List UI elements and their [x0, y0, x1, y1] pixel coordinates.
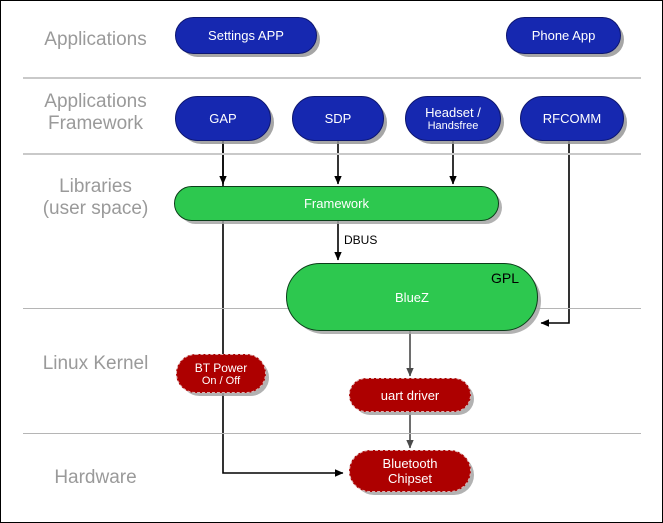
node-uart-driver[interactable]: uart driver: [349, 378, 471, 412]
layer-label-libraries: Libraries (user space): [42, 176, 149, 219]
node-label: Phone App: [531, 28, 596, 43]
layer-label-hardware: Hardware: [54, 467, 137, 488]
node-rfcomm[interactable]: RFCOMM: [520, 96, 624, 141]
node-gap[interactable]: GAP: [175, 96, 271, 141]
node-sublabel: Handsfree: [427, 120, 479, 132]
node-label: SDP: [324, 111, 352, 126]
node-bluez[interactable]: GPL BlueZ: [286, 263, 538, 331]
node-sdp[interactable]: SDP: [292, 96, 384, 141]
node-bt-power[interactable]: BT Power On / Off: [176, 354, 266, 393]
edge-rfcomm-to-bluez: [540, 141, 570, 327]
separator-linux-kernel: [23, 433, 641, 434]
node-label: BlueZ: [395, 289, 429, 305]
separator-applications-framework: [23, 153, 641, 155]
node-label: BT Power: [194, 360, 248, 375]
node-label: Headset /: [425, 105, 481, 120]
node-label: Settings APP: [208, 28, 284, 43]
edge-label-dbus: DBUS: [344, 233, 378, 247]
node-label: RFCOMM: [542, 111, 602, 126]
node-phone-app[interactable]: Phone App: [506, 17, 621, 54]
node-framework[interactable]: Framework: [174, 186, 499, 221]
node-label: GAP: [209, 111, 237, 126]
node-sublabel: Chipset: [387, 471, 433, 486]
layer-label-applications: Applications: [44, 29, 147, 50]
separator-applications: [23, 77, 641, 79]
layer-label-applications-framework: Applications Framework: [44, 91, 147, 134]
node-label: Bluetooth: [382, 456, 438, 471]
node-label: uart driver: [380, 387, 440, 403]
node-settings-app[interactable]: Settings APP: [175, 17, 317, 54]
node-label: Framework: [303, 196, 369, 211]
node-badge-gpl: GPL: [490, 270, 519, 286]
edge-gap-to-chipset: [222, 141, 344, 477]
layer-label-linux-kernel: Linux Kernel: [42, 353, 149, 374]
node-bluetooth-chipset[interactable]: Bluetooth Chipset: [349, 450, 471, 492]
node-sublabel: On / Off: [201, 374, 241, 387]
node-headset-handsfree[interactable]: Headset / Handsfree: [405, 96, 501, 141]
